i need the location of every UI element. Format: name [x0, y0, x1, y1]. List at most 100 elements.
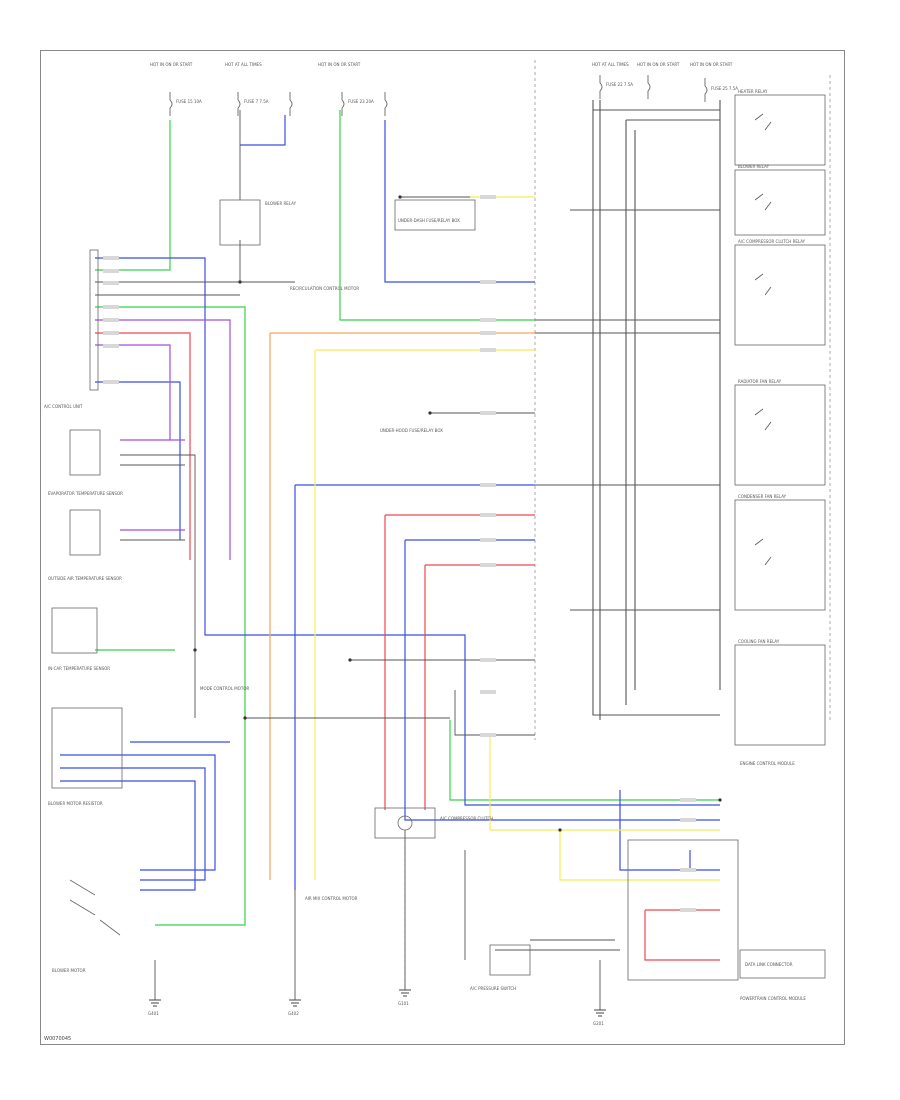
- label-under-hood-box: UNDER-HOOD FUSE/RELAY BOX: [380, 428, 443, 433]
- label-data-link: DATA LINK CONNECTOR: [745, 962, 793, 967]
- wire-tag: [480, 195, 496, 199]
- label-blower-motor: BLOWER MOTOR: [52, 968, 86, 973]
- green-wire-1: [95, 120, 171, 271]
- connector-a-c-control-unit: [89, 249, 99, 391]
- label-in-car-sensor: IN-CAR TEMPERATURE SENSOR: [48, 666, 110, 671]
- red-wire-1: [95, 332, 191, 560]
- black-wires: [95, 110, 620, 1010]
- wire-tag: [480, 331, 496, 335]
- ground-label-g401: G401: [148, 1011, 159, 1016]
- label-blower-resistor: BLOWER MOTOR RESISTOR: [48, 801, 103, 806]
- label-a-c-control-unit: A/C CONTROL UNIT: [44, 404, 83, 409]
- wire-tag: [480, 348, 496, 352]
- yellow-wire-4: [559, 830, 720, 881]
- clutch-coil-symbol: [397, 815, 413, 831]
- junction-dot: [238, 280, 242, 284]
- wire-tag: [480, 513, 496, 517]
- fuse-header-4: HOT AT ALL TIMES: [592, 62, 629, 67]
- fuse-labels: FUSE 15 10A FUSE 7 7.5A FUSE 23 20A FUSE…: [176, 82, 738, 104]
- relay-label-6: COOLING FAN RELAY: [738, 639, 780, 644]
- blower-relay-box: [219, 199, 261, 246]
- ground-symbol-g402: [289, 999, 301, 1007]
- ground-symbol-g201: [594, 1009, 606, 1017]
- relay-label-5: CONDENSER FAN RELAY: [738, 494, 787, 499]
- relay-bus-lines: [535, 100, 721, 720]
- a-c-pressure-switch-box: [489, 944, 531, 976]
- wire-tag: [480, 538, 496, 542]
- wire-tag: [680, 908, 696, 912]
- black-wire-10: [120, 454, 196, 650]
- relay-switch-2: [754, 193, 772, 211]
- ground-label-g101: G101: [398, 1001, 409, 1006]
- blue-wire-11: [60, 767, 206, 881]
- blue-wires: [60, 115, 720, 891]
- green-wires: [95, 110, 720, 926]
- label-outside-sensor: OUTSIDE AIR TEMPERATURE SENSOR: [48, 576, 122, 581]
- outside-temp-sensor-box: [69, 509, 101, 556]
- wire-tag: [680, 798, 696, 802]
- relay-switch-1: [754, 113, 772, 131]
- blower-switch-contacts: [69, 879, 121, 936]
- in-car-temp-sensor-box: [51, 607, 98, 654]
- label-air-mix-motor: AIR MIX CONTROL MOTOR: [305, 896, 358, 901]
- violet-wire-2: [95, 344, 171, 440]
- green-wire-2: [339, 110, 535, 321]
- relay-box-5: [734, 499, 826, 611]
- fuse-header-1: HOT IN ON OR START: [150, 62, 193, 67]
- wire-tag: [680, 818, 696, 822]
- wire-tag: [103, 256, 119, 260]
- wire-tag: [103, 380, 119, 384]
- relay-label-3: A/C COMPRESSOR CLUTCH RELAY: [738, 239, 806, 244]
- wire-tag: [103, 281, 119, 285]
- left-component-labels: A/C CONTROL UNIT EVAPORATOR TEMPERATURE …: [44, 201, 297, 973]
- green-wire-4: [449, 720, 720, 801]
- label-pressure-switch: A/C PRESSURE SWITCH: [470, 986, 516, 991]
- orange-wires: [269, 332, 535, 880]
- violet-wire-1: [95, 319, 231, 560]
- wire-tag: [103, 331, 119, 335]
- blue-wire-10: [60, 754, 216, 871]
- fuse-header-6: HOT IN ON OR START: [690, 62, 733, 67]
- fuse-symbols: [169, 75, 708, 116]
- junction-dot: [243, 716, 247, 720]
- fuse-symbol-8: [704, 78, 708, 102]
- black-wire-2: [239, 240, 295, 283]
- data-link-connector-box: [739, 949, 826, 979]
- fuse-symbol-1: [169, 92, 173, 116]
- wire-tag: [680, 868, 696, 872]
- wire-tags: [103, 195, 696, 912]
- label-blower-relay: BLOWER RELAY: [265, 201, 297, 206]
- junction-dot: [718, 798, 722, 802]
- diagram-frame: [40, 50, 845, 1045]
- wire-tag: [103, 344, 119, 348]
- label-pcm: POWERTRAIN CONTROL MODULE: [740, 996, 806, 1001]
- wire-tag: [103, 269, 119, 273]
- label-under-dash-box: UNDER-DASH FUSE/RELAY BOX: [398, 218, 460, 223]
- ground-symbol-g101: [399, 989, 411, 997]
- wire-tag: [480, 690, 496, 694]
- fuse-label-5: FUSE 25 7.5A: [711, 86, 738, 91]
- wire-tag: [480, 733, 496, 737]
- fuse-symbol-7: [647, 75, 651, 99]
- relay-box-2: [734, 169, 826, 236]
- relay-labels: HEATER RELAY BLOWER RELAY A/C COMPRESSOR…: [738, 89, 806, 644]
- junction-dot: [348, 658, 352, 662]
- wire-tag: [480, 658, 496, 662]
- blue-wire-12: [60, 780, 196, 891]
- blue-wire-3: [384, 120, 535, 283]
- yellow-wires: [314, 196, 720, 881]
- fuse-label-2: FUSE 7 7.5A: [244, 99, 269, 104]
- black-wire-9: [454, 690, 535, 736]
- connector-dashed-lines: [404, 60, 831, 990]
- relay-bus-1: [592, 100, 720, 716]
- ground-symbol-g401: [149, 999, 161, 1007]
- ground-symbols: [149, 989, 606, 1017]
- blue-wire-1: [240, 115, 286, 146]
- fuse-header-2: HOT AT ALL TIMES: [225, 62, 262, 67]
- a-c-compressor-clutch-box: [374, 807, 436, 839]
- wire-tag: [103, 305, 119, 309]
- fuse-symbol-4: [341, 92, 345, 116]
- yellow-wire-3: [489, 735, 720, 831]
- wire-tag: [103, 318, 119, 322]
